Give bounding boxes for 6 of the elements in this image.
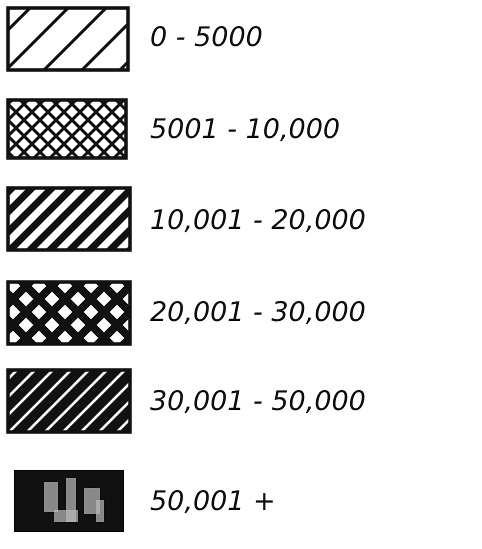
legend-label: 20,001 - 30,000: [150, 297, 366, 328]
legend-label: 10,001 - 20,000: [150, 205, 366, 236]
legend-label: 5001 - 10,000: [150, 114, 340, 145]
legend-label: 50,001 +: [150, 486, 276, 517]
legend-label: 30,001 - 50,000: [150, 386, 366, 417]
legend-label: 0 - 5000: [150, 22, 263, 53]
